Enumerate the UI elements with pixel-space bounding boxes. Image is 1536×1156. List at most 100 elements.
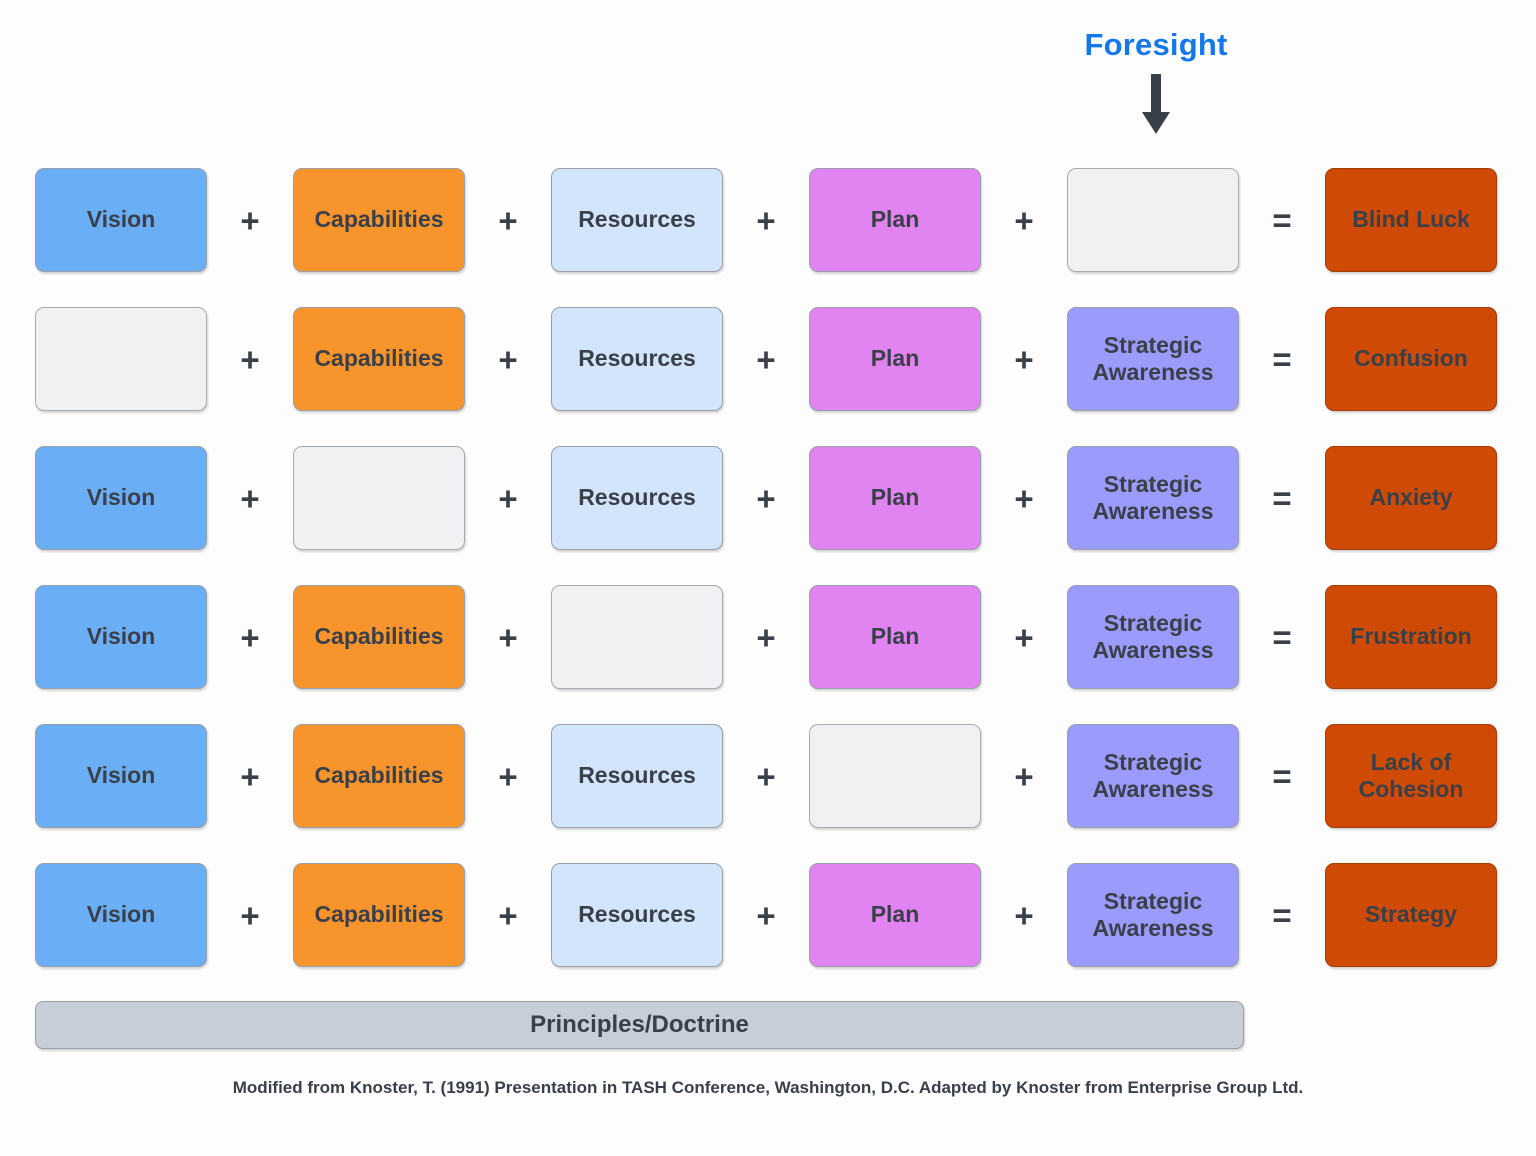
empty-slot-box[interactable] — [293, 446, 465, 550]
awareness-box[interactable]: Strategic Awareness — [1067, 585, 1239, 689]
plan-box[interactable]: Plan — [809, 863, 981, 967]
capability-box[interactable]: Capabilities — [293, 307, 465, 411]
vision-box[interactable]: Vision — [35, 724, 207, 828]
operator-cell: + — [207, 621, 293, 654]
operator-cell: + — [465, 760, 551, 793]
term-cell: Plan — [809, 863, 981, 967]
plus-operator: + — [240, 340, 260, 378]
plan-box[interactable]: Plan — [809, 168, 981, 272]
outcome-cell: Confusion — [1325, 307, 1497, 411]
resources-box[interactable]: Resources — [551, 307, 723, 411]
term-cell: Resources — [551, 446, 723, 550]
plus-operator: + — [756, 201, 776, 239]
vision-box[interactable]: Vision — [35, 168, 207, 272]
awareness-box[interactable]: Strategic Awareness — [1067, 307, 1239, 411]
source-credit: Modified from Knoster, T. (1991) Present… — [232, 1078, 1304, 1097]
vision-box[interactable]: Vision — [35, 585, 207, 689]
equation-row: Vision+Capabilities++Plan+Strategic Awar… — [0, 585, 1536, 689]
capability-box[interactable]: Capabilities — [293, 585, 465, 689]
operator-cell: + — [981, 760, 1067, 793]
plan-box[interactable]: Plan — [809, 307, 981, 411]
plus-operator: + — [1014, 479, 1034, 517]
term-cell: Resources — [551, 307, 723, 411]
awareness-box[interactable]: Strategic Awareness — [1067, 863, 1239, 967]
outcome-box[interactable]: Confusion — [1325, 307, 1497, 411]
down-arrow-icon — [1142, 74, 1170, 135]
plus-operator: + — [1014, 201, 1034, 239]
resources-box[interactable]: Resources — [551, 863, 723, 967]
term-cell — [293, 446, 465, 550]
plan-box[interactable]: Plan — [809, 585, 981, 689]
term-cell: Vision — [35, 168, 207, 272]
plus-operator: + — [1014, 757, 1034, 795]
term-cell: Resources — [551, 168, 723, 272]
operator-cell: = — [1239, 621, 1325, 654]
plus-operator: + — [1014, 340, 1034, 378]
operator-cell: + — [207, 204, 293, 237]
plan-box[interactable]: Plan — [809, 446, 981, 550]
resources-box[interactable]: Resources — [551, 724, 723, 828]
operator-cell: + — [981, 621, 1067, 654]
outcome-box[interactable]: Frustration — [1325, 585, 1497, 689]
term-cell: Capabilities — [293, 724, 465, 828]
term-cell: Strategic Awareness — [1067, 724, 1239, 828]
operator-cell: + — [723, 621, 809, 654]
operator-cell: = — [1239, 482, 1325, 515]
operator-cell: = — [1239, 899, 1325, 932]
outcome-box[interactable]: Blind Luck — [1325, 168, 1497, 272]
capability-box[interactable]: Capabilities — [293, 724, 465, 828]
outcome-box[interactable]: Anxiety — [1325, 446, 1497, 550]
empty-slot-box[interactable] — [1067, 168, 1239, 272]
plus-operator: + — [756, 340, 776, 378]
plus-operator: + — [240, 201, 260, 239]
outcome-cell: Anxiety — [1325, 446, 1497, 550]
outcome-box[interactable]: Strategy — [1325, 863, 1497, 967]
plus-operator: + — [498, 340, 518, 378]
principles-doctrine-label: Principles/Doctrine — [530, 1011, 749, 1038]
equation-rows: Vision+Capabilities+Resources+Plan+=Blin… — [0, 168, 1536, 1002]
plus-operator: + — [240, 618, 260, 656]
term-cell: Plan — [809, 446, 981, 550]
plus-operator: + — [756, 479, 776, 517]
empty-slot-box[interactable] — [35, 307, 207, 411]
operator-cell: + — [465, 343, 551, 376]
plus-operator: + — [1014, 896, 1034, 934]
term-cell: Vision — [35, 585, 207, 689]
awareness-box[interactable]: Strategic Awareness — [1067, 724, 1239, 828]
equation-row: Vision+Capabilities+Resources++Strategic… — [0, 724, 1536, 828]
operator-cell: + — [981, 482, 1067, 515]
equals-operator: = — [1272, 201, 1292, 239]
outcome-cell: Strategy — [1325, 863, 1497, 967]
outcome-cell: Lack of Cohesion — [1325, 724, 1497, 828]
equation-row: Vision+Capabilities+Resources+Plan+Strat… — [0, 863, 1536, 967]
term-cell — [809, 724, 981, 828]
term-cell: Capabilities — [293, 863, 465, 967]
vision-box[interactable]: Vision — [35, 863, 207, 967]
term-cell: Vision — [35, 863, 207, 967]
capability-box[interactable]: Capabilities — [293, 863, 465, 967]
plus-operator: + — [498, 896, 518, 934]
outcome-box[interactable]: Lack of Cohesion — [1325, 724, 1497, 828]
operator-cell: + — [723, 760, 809, 793]
term-cell: Strategic Awareness — [1067, 863, 1239, 967]
operator-cell: + — [723, 482, 809, 515]
awareness-box[interactable]: Strategic Awareness — [1067, 446, 1239, 550]
resources-box[interactable]: Resources — [551, 168, 723, 272]
resources-box[interactable]: Resources — [551, 446, 723, 550]
plus-operator: + — [240, 896, 260, 934]
plus-operator: + — [498, 757, 518, 795]
operator-cell: + — [981, 899, 1067, 932]
term-cell: Capabilities — [293, 168, 465, 272]
term-cell: Capabilities — [293, 307, 465, 411]
empty-slot-box[interactable] — [809, 724, 981, 828]
operator-cell: + — [723, 204, 809, 237]
term-cell: Strategic Awareness — [1067, 446, 1239, 550]
term-cell — [551, 585, 723, 689]
operator-cell: + — [207, 760, 293, 793]
capability-box[interactable]: Capabilities — [293, 168, 465, 272]
empty-slot-box[interactable] — [551, 585, 723, 689]
outcome-cell: Frustration — [1325, 585, 1497, 689]
vision-box[interactable]: Vision — [35, 446, 207, 550]
operator-cell: + — [723, 899, 809, 932]
principles-doctrine-bar[interactable]: Principles/Doctrine — [35, 1001, 1244, 1049]
